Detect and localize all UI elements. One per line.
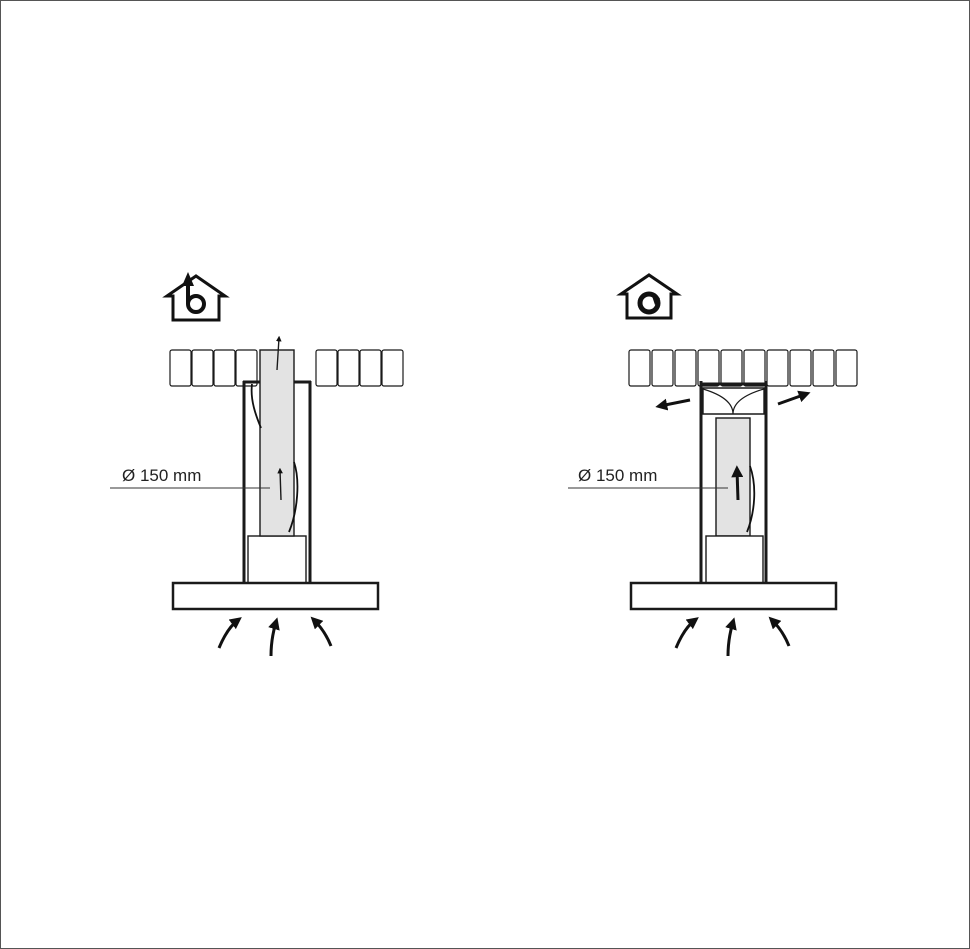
panel-ducted: Ø 150 mm [110,272,404,657]
arrow-outlet-right [777,390,811,406]
arrow-intake-right-recirc [768,616,791,647]
arrow-intake-right [310,616,333,647]
hood-canopy-recirculating [629,581,838,611]
duct-cable-recirc [746,465,756,533]
arrow-outlet-left [655,398,691,411]
duct-cable [288,461,299,533]
motor-box-recirc [705,535,764,584]
arrow-intake-left [217,617,242,649]
ceiling-beams-ducted [169,349,404,387]
duct-diameter-label: Ø 150 mm [122,466,201,485]
arrow-exhaust-up [275,335,282,371]
ducted-extraction-icon [162,272,230,322]
arrow-intake-center [268,617,280,657]
motor-box [247,535,307,584]
hood-canopy-ducted [171,581,380,611]
recirculation-icon [616,273,682,320]
arrow-duct-up-recirc [731,465,744,501]
arrow-duct-up [277,467,283,501]
ceiling-beams-recirculating [628,349,858,387]
panel-recirculating: Ø 150 mm [568,273,858,657]
exhaust-duct [259,349,295,537]
arrow-intake-left-recirc [674,617,699,649]
arrow-intake-center-recirc [725,617,737,657]
duct-diameter-label-recirc: Ø 150 mm [578,466,657,485]
recirculation-duct [715,417,751,537]
power-cable [250,383,262,429]
